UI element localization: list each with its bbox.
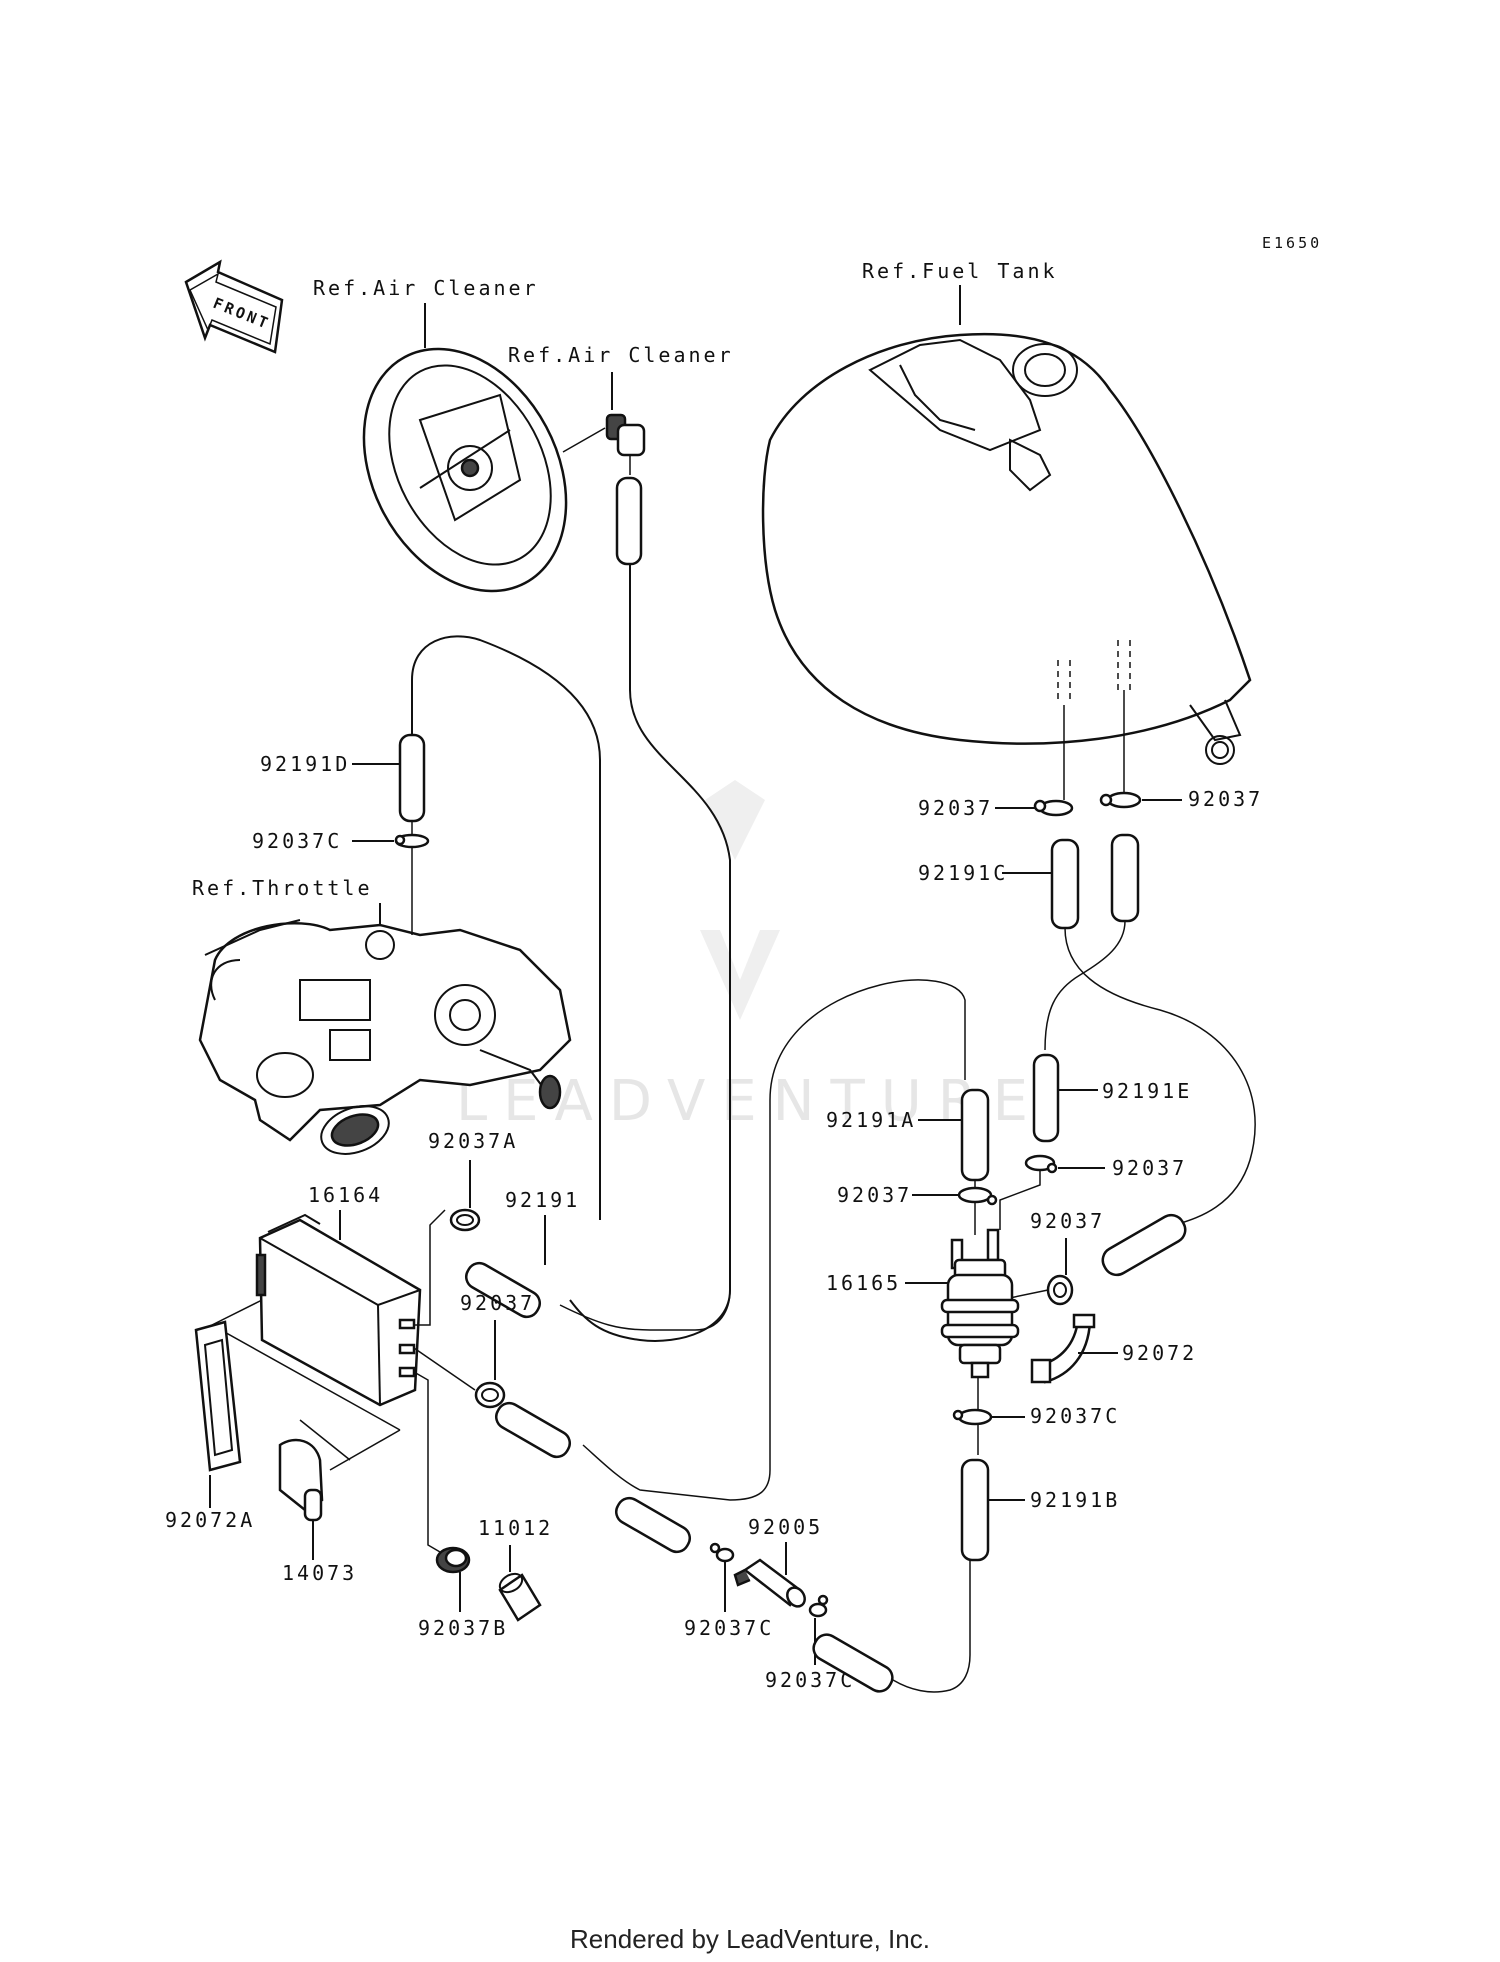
- label-92191A: 92191A: [826, 1108, 916, 1132]
- ref-throttle-label: Ref.Throttle: [192, 876, 373, 900]
- clamp-92037C-top: [394, 833, 430, 849]
- ref-air-cleaner-label: Ref.Air Cleaner: [313, 276, 539, 300]
- label-92037-tank-left: 92037: [918, 796, 993, 820]
- clamp-92037-tank-left: [1033, 799, 1074, 817]
- throttle-body: [198, 919, 572, 1155]
- clamp-92037-tank-right: [1099, 791, 1142, 809]
- hose-right-bottom: [812, 1633, 894, 1693]
- label-92191B: 92191B: [1030, 1488, 1120, 1512]
- hose-92191D: [398, 733, 426, 823]
- hose-center-bottom: [615, 1496, 691, 1554]
- hose-right-angled: [1101, 1213, 1187, 1277]
- hose-92191C-right: [1110, 833, 1140, 923]
- front-arrow-icon: FRONT: [184, 259, 284, 354]
- label-92072: 92072: [1122, 1341, 1197, 1365]
- label-16164: 16164: [308, 1183, 383, 1207]
- label-92037-filter-left: 92037: [837, 1183, 912, 1207]
- clamp-92037-filter-right: [1024, 1154, 1058, 1174]
- hose-canister-lower: [495, 1401, 571, 1459]
- label-92037-filter-side: 92037: [1030, 1209, 1105, 1233]
- clamp-92037C-left: [709, 1542, 735, 1563]
- diagram-code: E1650: [1262, 234, 1322, 252]
- label-92037C-right: 92037C: [765, 1668, 855, 1692]
- clamp-92037-filter-left: [957, 1186, 998, 1206]
- ref-fuel-tank-label: Ref.Fuel Tank: [862, 259, 1058, 283]
- vent-hose-upper: [615, 476, 643, 566]
- label-92037B: 92037B: [418, 1616, 508, 1640]
- label-92191D: 92191D: [260, 752, 350, 776]
- label-92191C: 92191C: [918, 861, 1008, 885]
- air-cleaner-housing: [362, 347, 568, 593]
- label-92005: 92005: [748, 1515, 823, 1539]
- label-16165: 16165: [826, 1271, 901, 1295]
- hose-92191C-left: [1050, 838, 1080, 930]
- hose-92191: [465, 1261, 541, 1319]
- label-92037A: 92037A: [428, 1129, 518, 1153]
- label-92037C-top: 92037C: [252, 829, 342, 853]
- clamp-92037C-right: [808, 1594, 829, 1618]
- cap-11012: [498, 1572, 542, 1622]
- label-14073: 14073: [282, 1561, 357, 1585]
- air-cleaner-fitting: [605, 413, 646, 457]
- clamp-92037A: [449, 1208, 481, 1232]
- hose-92191A: [960, 1088, 990, 1182]
- clamp-92037-filter-side: [1046, 1274, 1074, 1306]
- fuel-tank: [761, 332, 1252, 765]
- label-92191E: 92191E: [1102, 1079, 1192, 1103]
- canister-16164: [255, 1213, 422, 1407]
- label-92072A: 92072A: [165, 1508, 255, 1532]
- clamp-92037B: [435, 1546, 471, 1574]
- bracket-92072: [1030, 1313, 1096, 1384]
- label-92191: 92191: [505, 1188, 580, 1212]
- ref-air-cleaner-fitting-label: Ref.Air Cleaner: [508, 343, 734, 367]
- label-92037C-filter-bottom: 92037C: [1030, 1404, 1120, 1428]
- label-92037-tank-right: 92037: [1188, 787, 1263, 811]
- hose-92191B: [960, 1458, 990, 1562]
- fitting-92005: [733, 1558, 806, 1608]
- label-11012: 11012: [478, 1516, 553, 1540]
- hose-14073: [278, 1438, 324, 1522]
- hose-92191E: [1032, 1053, 1060, 1143]
- label-92037C-left: 92037C: [684, 1616, 774, 1640]
- clamp-92037C-filter-bottom: [952, 1408, 993, 1426]
- clamp-92037-canister: [474, 1381, 506, 1409]
- fuel-filter-16165: [940, 1228, 1020, 1379]
- band-92072A: [194, 1320, 242, 1472]
- label-92037-filter-right: 92037: [1112, 1156, 1187, 1180]
- footer-credit: Rendered by LeadVenture, Inc.: [570, 1924, 930, 1954]
- label-92037-canister: 92037: [460, 1291, 535, 1315]
